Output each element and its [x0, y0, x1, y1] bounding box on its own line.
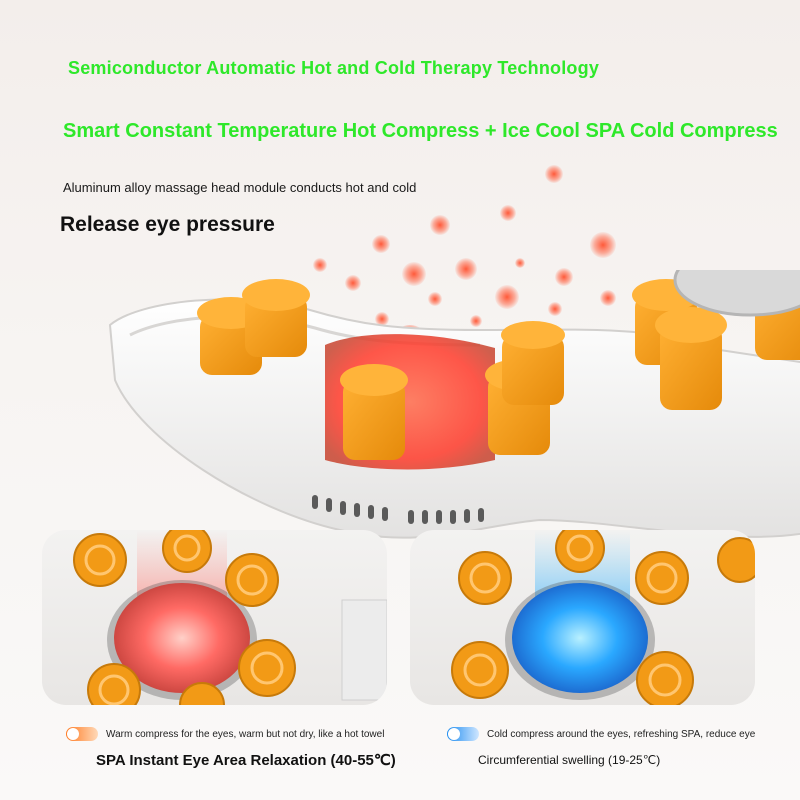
- warm-caption: Warm compress for the eyes, warm but not…: [106, 728, 385, 740]
- eye-massager-illustration: [108, 270, 800, 539]
- warm-toggle-icon: [66, 727, 98, 741]
- cold-title: Circumferential swelling (19-25℃): [478, 753, 661, 767]
- headline-technology: Semiconductor Automatic Hot and Cold The…: [68, 58, 600, 78]
- headline-release: Release eye pressure: [60, 213, 275, 236]
- cold-toggle-icon: [447, 727, 479, 741]
- cold-caption-row: Cold compress around the eyes, refreshin…: [447, 727, 755, 741]
- headline-aluminum: Aluminum alloy massage head module condu…: [63, 180, 417, 195]
- warm-title: SPA Instant Eye Area Relaxation (40-55℃): [96, 752, 396, 769]
- cold-compress-image: [410, 530, 755, 705]
- headline-hot-cold: Smart Constant Temperature Hot Compress …: [63, 120, 778, 142]
- cold-caption: Cold compress around the eyes, refreshin…: [487, 728, 756, 740]
- warm-caption-row: Warm compress for the eyes, warm but not…: [66, 727, 384, 741]
- warm-compress-image: [42, 530, 387, 705]
